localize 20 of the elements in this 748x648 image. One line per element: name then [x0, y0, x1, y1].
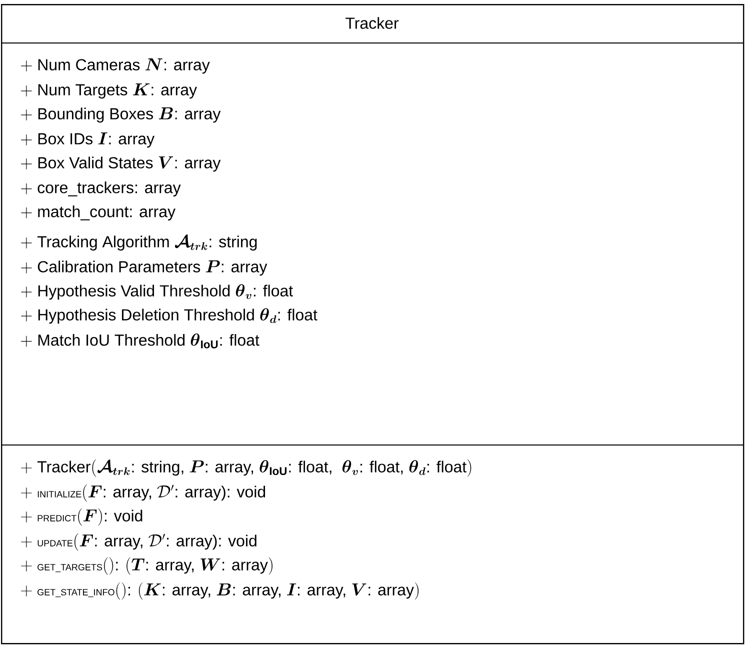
attribute-text: $+\ \text{Tracking Algorithm }\boldsymbol{\mathcal{A}}_{\boldsymbol{trk}}\text{: string}$ — [21, 234, 257, 251]
attribute-text: $+\ \text{Num Cameras }\boldsymbol{N}\text{: array}$ — [21, 58, 210, 74]
attribute-text: $+\ \text{core\_trackers: array}$ — [21, 182, 181, 196]
method-text: $+\ \text{\small INITIALIZE}(\boldsymbol{F}\text{: array, }\mathcal{D}'\text{: array): void}$ — [21, 484, 266, 502]
attribute-text: $+\ \text{Num Targets }\boldsymbol{K}\text{: array}$ — [21, 83, 197, 99]
class-name: Tracker — [346, 17, 399, 29]
attribute-text: $+\ \text{Bounding Boxes }\boldsymbol{B}\text{: array}$ — [21, 107, 221, 123]
attribute-text: $+\ \text{match\_count: array}$ — [21, 206, 176, 220]
method-text: $+\ \text{Tracker}(\boldsymbol{\mathcal{A}}_{\boldsymbol{trk}}\text{: string, }\boldsymbol{P}\text{: array, }\boldsymbol{\theta}_{\mathbf{IoU}}\text{: float, \ }\boldsymbol{\theta}_{\boldsymbol{v}}\text{: float, }\boldsymbol{\theta}_{\boldsymbol{d}}\text{: float})$ — [21, 459, 472, 477]
method-text: $+\ \text{\small GET\_STATE\_INFO}()\text{: }(\boldsymbol{K}\text{: array, }\boldsymbol{B}\text{: array, }\boldsymbol{I}\text{: array, }\boldsymbol{V}\text{: array})$ — [21, 582, 419, 600]
method-text: $+\ \text{\small PREDICT}(\boldsymbol{F})\text{: void}$ — [21, 508, 142, 526]
attribute-text: $+\ \text{Box IDs }\boldsymbol{I}\text{: array}$ — [21, 132, 154, 148]
method-text: $+\ \text{\small GET\_TARGETS}()\text{: }(\boldsymbol{T}\text{: array, }\boldsymbol{W}\text{: array})$ — [21, 557, 272, 575]
class-box — [0, 4, 744, 644]
attribute-text: $+\ \text{Hypothesis Deletion Threshold }\boldsymbol{\theta}_{\boldsymbol{d}}\text{: float}$ — [21, 308, 318, 324]
attribute-text: $+\ \text{Calibration Parameters }\boldsymbol{P}\text{: array}$ — [21, 260, 268, 276]
method-text: $+\ \text{\small UPDATE}(\boldsymbol{F}\text{: array, }\mathcal{D}'\text{: array): void}$ — [21, 533, 256, 551]
attribute-text: $+\ \text{Box Valid States }\boldsymbol{V}\text{: array}$ — [21, 156, 221, 172]
attribute-text: $+\ \text{Match IoU Threshold }\boldsymbol{\theta}_{\mathbf{IoU}}\text{: float}$ — [21, 334, 260, 348]
attribute-text: $+\ \text{Hypothesis Valid Threshold }\boldsymbol{\theta}_{\boldsymbol{v}}\text{: float}$ — [21, 284, 293, 300]
